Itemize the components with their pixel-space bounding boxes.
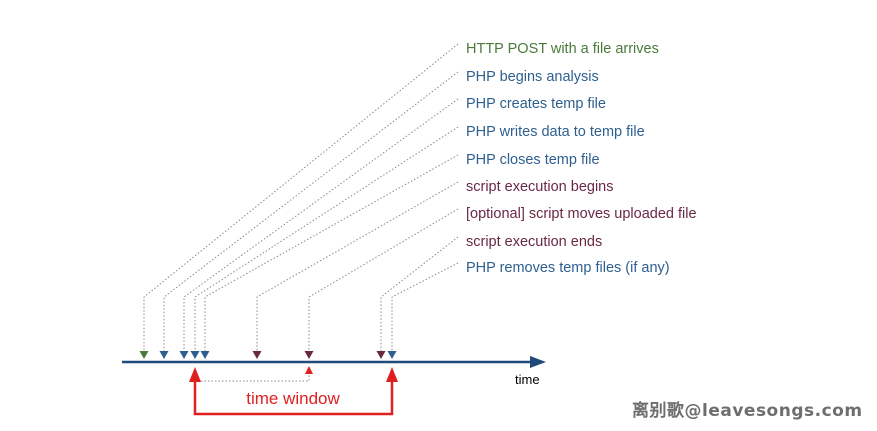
event-marker — [387, 351, 397, 359]
leader-line — [380, 236, 459, 354]
timeline-arrowhead — [530, 356, 546, 368]
event-label: PHP begins analysis — [466, 69, 599, 85]
window-inner-arrowhead — [305, 366, 313, 374]
event-markers — [139, 351, 397, 359]
event-label: PHP closes temp file — [466, 152, 600, 168]
event-label: [optional] script moves uploaded file — [466, 206, 697, 222]
leader-line — [256, 181, 459, 354]
leader-line — [308, 208, 459, 354]
event-marker — [200, 351, 210, 359]
leader-lines — [143, 43, 459, 354]
event-label: PHP writes data to temp file — [466, 124, 645, 140]
window-bracket-line — [193, 380, 394, 416]
event-marker — [179, 351, 189, 359]
leader-line — [163, 71, 459, 354]
watermark-text: 离别歌@leavesongs.com — [632, 400, 863, 421]
leader-line — [391, 262, 459, 354]
event-marker — [159, 351, 169, 359]
leader-line — [194, 126, 459, 354]
leader-line — [183, 98, 459, 354]
event-marker — [304, 351, 314, 359]
event-label: PHP creates temp file — [466, 96, 606, 112]
window-inner-connector — [201, 374, 310, 382]
leader-line — [204, 154, 459, 354]
event-marker — [252, 351, 262, 359]
timeline-axis: time — [122, 356, 546, 387]
event-label: script execution ends — [466, 234, 602, 250]
event-marker — [139, 351, 149, 359]
time-axis-label: time — [515, 372, 540, 387]
time-window-bracket: time window — [189, 366, 398, 416]
event-label: PHP removes temp files (if any) — [466, 260, 670, 276]
event-marker — [190, 351, 200, 359]
event-marker — [376, 351, 386, 359]
window-start-arrowhead — [189, 367, 201, 382]
time-window-label: time window — [246, 389, 340, 408]
window-end-arrowhead — [386, 367, 398, 382]
event-label: script execution begins — [466, 179, 614, 195]
leader-line — [143, 43, 459, 354]
event-label: HTTP POST with a file arrives — [466, 41, 659, 57]
